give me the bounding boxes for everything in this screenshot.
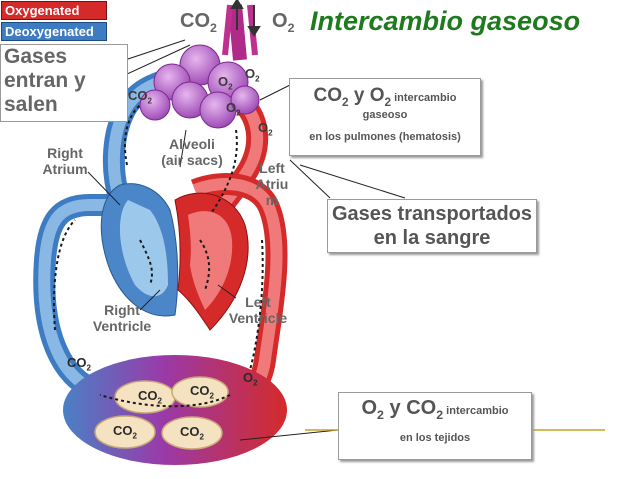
transport-line2: en la sangre [373, 227, 491, 249]
alveoli-o2-label-2: O2 [245, 66, 260, 84]
gases-box-line2: entran y [4, 69, 86, 92]
top-o2-label: O2 [272, 10, 295, 35]
gas-direction-arrows [230, 0, 261, 37]
alveoli-o2-label-1: O2 [218, 74, 233, 92]
tissue-cells [94, 376, 229, 450]
trachea [228, 4, 247, 61]
lung-exchange-line2: gaseoso [362, 108, 408, 121]
transport-line1: Gases transportados [331, 203, 533, 225]
tissue-o2-label: O2 [243, 370, 258, 388]
flow-arrows [53, 104, 264, 408]
legend-oxygenated: Oxygenated [1, 1, 107, 20]
tissue-co2-label-outer: CO2 [67, 355, 91, 373]
alveoli-o2-label-3: O2 [226, 100, 241, 118]
lung-exchange-line1: CO2 y O2 intercambio [313, 85, 457, 109]
alveoli-label: Alveoli(air sacs) [161, 136, 223, 168]
page-title: Intercambio gaseoso [310, 6, 581, 36]
lung-exchange-box: CO2 y O2 intercambio gaseoso en los pulm… [289, 78, 481, 156]
legend-deoxygenated: Deoxygenated [1, 22, 107, 41]
transport-box: Gases transportados en la sangre [327, 199, 537, 253]
tissue-exchange-line2: en los tejidos [399, 432, 471, 444]
gases-in-out-box: Gases entran y salen [0, 44, 128, 122]
tissue-co2-label-4: CO2 [180, 424, 204, 442]
tissue-co2-label-1: CO2 [138, 388, 162, 406]
tissue-co2-label-2: CO2 [190, 383, 214, 401]
tissue-co2-label-3: CO2 [113, 423, 137, 441]
lung-exchange-line3: en los pulmones (hematosis) [309, 130, 461, 143]
tissue-exchange-line1: O2 y CO2 intercambio [361, 397, 509, 422]
tissue-exchange-box: O2 y CO2 intercambio en los tejidos [338, 392, 532, 460]
gases-box-line1: Gases [4, 45, 68, 68]
alveoli-o2-label-4: O2 [258, 120, 273, 138]
gases-box-line3: salen [4, 93, 58, 116]
top-co2-label: CO2 [180, 10, 217, 35]
alveoli-co2-label: CO2 [128, 88, 152, 106]
alveoli-cluster [139, 44, 260, 129]
